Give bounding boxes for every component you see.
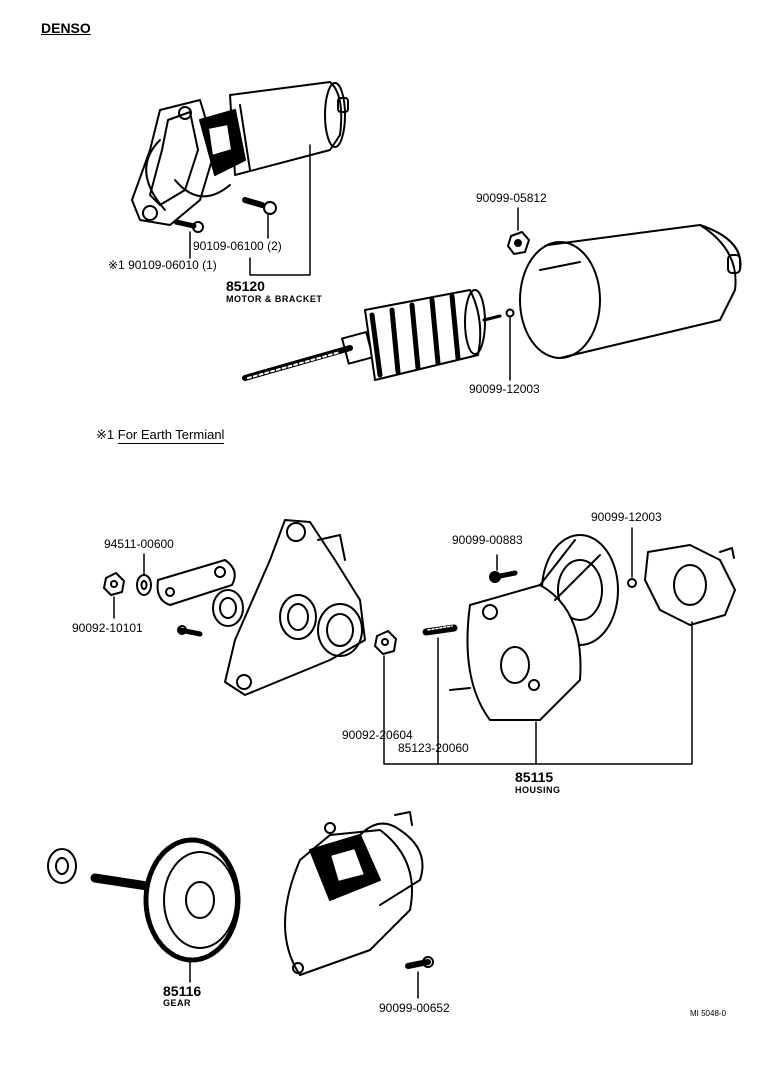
part-label-90099-12003-b: 90099-12003 <box>591 510 662 524</box>
nut-90099-05812 <box>507 231 530 255</box>
yoke-housing <box>519 224 742 359</box>
figure-code: MI 5048-0 <box>690 1009 727 1018</box>
screw-90109-06010 <box>173 219 204 233</box>
nut-90092-20604 <box>374 630 397 655</box>
part-label-85123-20060: 85123-20060 <box>398 741 469 755</box>
part-name-housing: HOUSING <box>515 785 561 795</box>
part-name-gear: GEAR <box>163 998 192 1008</box>
part-number-85120: 85120 <box>226 278 265 294</box>
part-label-90109-06010: ※1 90109-06010 (1) <box>108 258 217 272</box>
earth-terminal-note: ※1 For Earth Termianl <box>96 427 225 444</box>
part-label-94511-00600: 94511-00600 <box>104 537 174 551</box>
grommet <box>212 589 244 627</box>
screw-90099-00883 <box>489 570 518 583</box>
screw-90099-00652 <box>405 956 434 969</box>
part-label-90109-06100: 90109-06100 (2) <box>193 239 282 253</box>
stud-85123-20060 <box>422 624 458 636</box>
part-number-85116: 85116 <box>163 983 202 999</box>
part-label-90099-05812: 90099-05812 <box>476 191 547 205</box>
part-number-85115: 85115 <box>515 769 554 785</box>
gasket-plate <box>644 544 736 626</box>
bolt-small <box>177 625 203 637</box>
o-ring-90099-12003 <box>627 578 637 588</box>
part-label-90099-12003-a: 90099-12003 <box>469 382 540 396</box>
gear-85116 <box>90 837 241 963</box>
washer-94511-00600 <box>136 574 152 596</box>
nut-90092-10101 <box>103 572 125 596</box>
motor-bracket-assembly <box>131 81 349 226</box>
note-text: For Earth Termianl <box>117 427 225 444</box>
cover-assembly <box>284 811 424 976</box>
part-label-90092-10101: 90092-10101 <box>72 621 143 635</box>
brand-label: DENSO <box>41 20 91 36</box>
mounting-plate <box>224 519 366 696</box>
screw-90109-06100 <box>242 197 277 215</box>
earth-terminal-bracket <box>156 559 236 606</box>
housing-85115 <box>449 534 619 721</box>
part-label-90099-00883: 90099-00883 <box>452 533 523 547</box>
part-name-motor-bracket: MOTOR & BRACKET <box>226 294 323 304</box>
washer-gear <box>47 848 77 884</box>
part-label-90099-00652: 90099-00652 <box>379 1001 450 1015</box>
armature <box>242 289 515 381</box>
part-label-90092-20604: 90092-20604 <box>342 728 413 742</box>
note-mark: ※1 <box>96 427 115 442</box>
